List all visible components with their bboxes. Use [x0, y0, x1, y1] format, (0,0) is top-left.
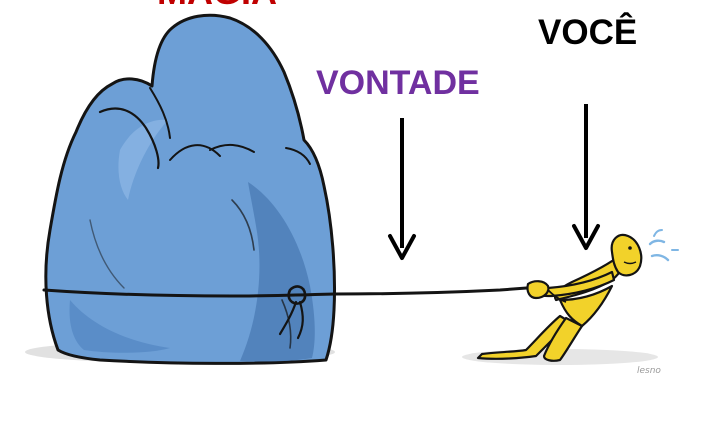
- sweat-drops: [648, 239, 666, 246]
- magic-label: MAGIA: [157, 0, 277, 10]
- rope: [42, 285, 542, 340]
- rock: [44, 13, 337, 365]
- artist-signature: lesno: [637, 366, 661, 376]
- figure-head: [610, 233, 643, 277]
- arrow-will: [388, 118, 416, 260]
- will-label: VONTADE: [316, 64, 480, 102]
- arrow-you: [572, 104, 600, 250]
- pulling-figure: [476, 229, 679, 362]
- you-label: VOCÊ: [538, 13, 638, 52]
